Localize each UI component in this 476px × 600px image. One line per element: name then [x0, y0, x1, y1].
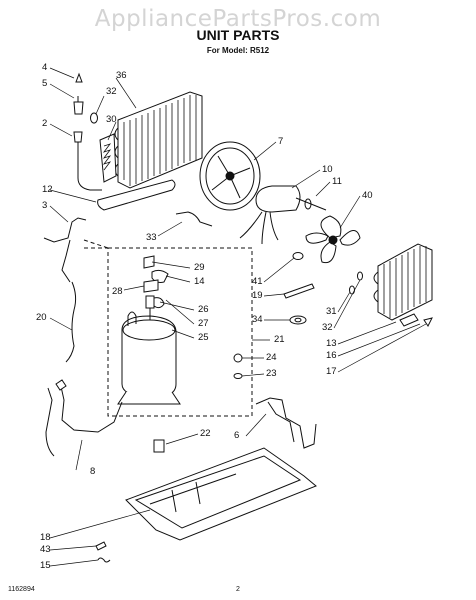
callout-4: 4	[42, 62, 47, 73]
callout-7: 7	[278, 136, 283, 147]
callout-25: 25	[198, 332, 209, 343]
heater-element	[99, 133, 117, 183]
callout-40: 40	[362, 190, 373, 201]
callout-16: 16	[326, 350, 337, 361]
callout-5: 5	[42, 78, 47, 89]
callout-14: 14	[194, 276, 205, 287]
suction-tube	[43, 217, 87, 283]
callout-8: 8	[90, 466, 95, 477]
leader-lines	[49, 67, 427, 567]
compressor-group-outline	[107, 247, 253, 417]
callout-2: 2	[42, 118, 47, 129]
callout-17: 17	[326, 366, 337, 377]
screws	[95, 541, 111, 563]
callout-15: 15	[40, 560, 51, 571]
blower-wheel	[199, 141, 261, 211]
watermark: AppliancePartsPros.com	[94, 6, 382, 32]
mount-parts-mid	[283, 252, 315, 325]
compressor-isolator	[153, 439, 165, 453]
discharge-tube	[45, 381, 123, 457]
callout-36: 36	[116, 70, 127, 81]
callout-32-right: 32	[322, 322, 333, 333]
callout-22: 22	[200, 428, 211, 439]
callout-30: 30	[106, 114, 117, 125]
condenser-coil	[373, 243, 433, 321]
callout-26: 26	[198, 304, 209, 315]
document-number: 1162894	[8, 586, 35, 593]
model-subtitle: For Model: R512	[206, 46, 270, 55]
callout-33: 33	[146, 232, 157, 243]
callout-43: 43	[40, 544, 51, 555]
callout-19: 19	[252, 290, 263, 301]
sensor-holder-2	[73, 131, 83, 150]
suction-line	[255, 397, 317, 449]
callout-24: 24	[266, 352, 277, 363]
callout-27: 27	[198, 318, 209, 329]
callout-12: 12	[42, 184, 53, 195]
callout-13: 13	[326, 338, 337, 349]
callout-32-top: 32	[106, 86, 117, 97]
evaporator-coil	[114, 91, 203, 189]
callout-6: 6	[234, 430, 239, 441]
callout-28: 28	[112, 286, 123, 297]
compressor	[117, 295, 181, 405]
base-pan	[125, 447, 317, 541]
callout-34: 34	[252, 314, 263, 325]
callout-31: 31	[326, 306, 337, 317]
condenser-fan-blade	[305, 215, 361, 264]
page-number: 2	[236, 586, 240, 593]
wire-harness	[175, 211, 213, 227]
capillary-tube	[77, 150, 102, 191]
terminal-parts	[143, 255, 169, 309]
callout-23: 23	[266, 368, 277, 379]
sensor-clip-32	[90, 112, 98, 124]
fan-motor	[239, 185, 327, 245]
callout-11: 11	[332, 176, 342, 187]
grommets	[233, 353, 243, 379]
thermostat-bulb	[73, 72, 84, 115]
callout-10: 10	[322, 164, 333, 175]
capillary-assembly	[65, 281, 77, 363]
callout-21: 21	[274, 334, 285, 345]
page-title: UNIT PARTS	[196, 27, 280, 43]
small-parts-right	[349, 271, 433, 327]
drain-tray	[97, 179, 176, 211]
callout-41: 41	[252, 276, 263, 287]
callout-18: 18	[40, 532, 51, 543]
callout-29: 29	[194, 262, 205, 273]
callout-3: 3	[42, 200, 47, 211]
callout-20: 20	[36, 312, 47, 323]
